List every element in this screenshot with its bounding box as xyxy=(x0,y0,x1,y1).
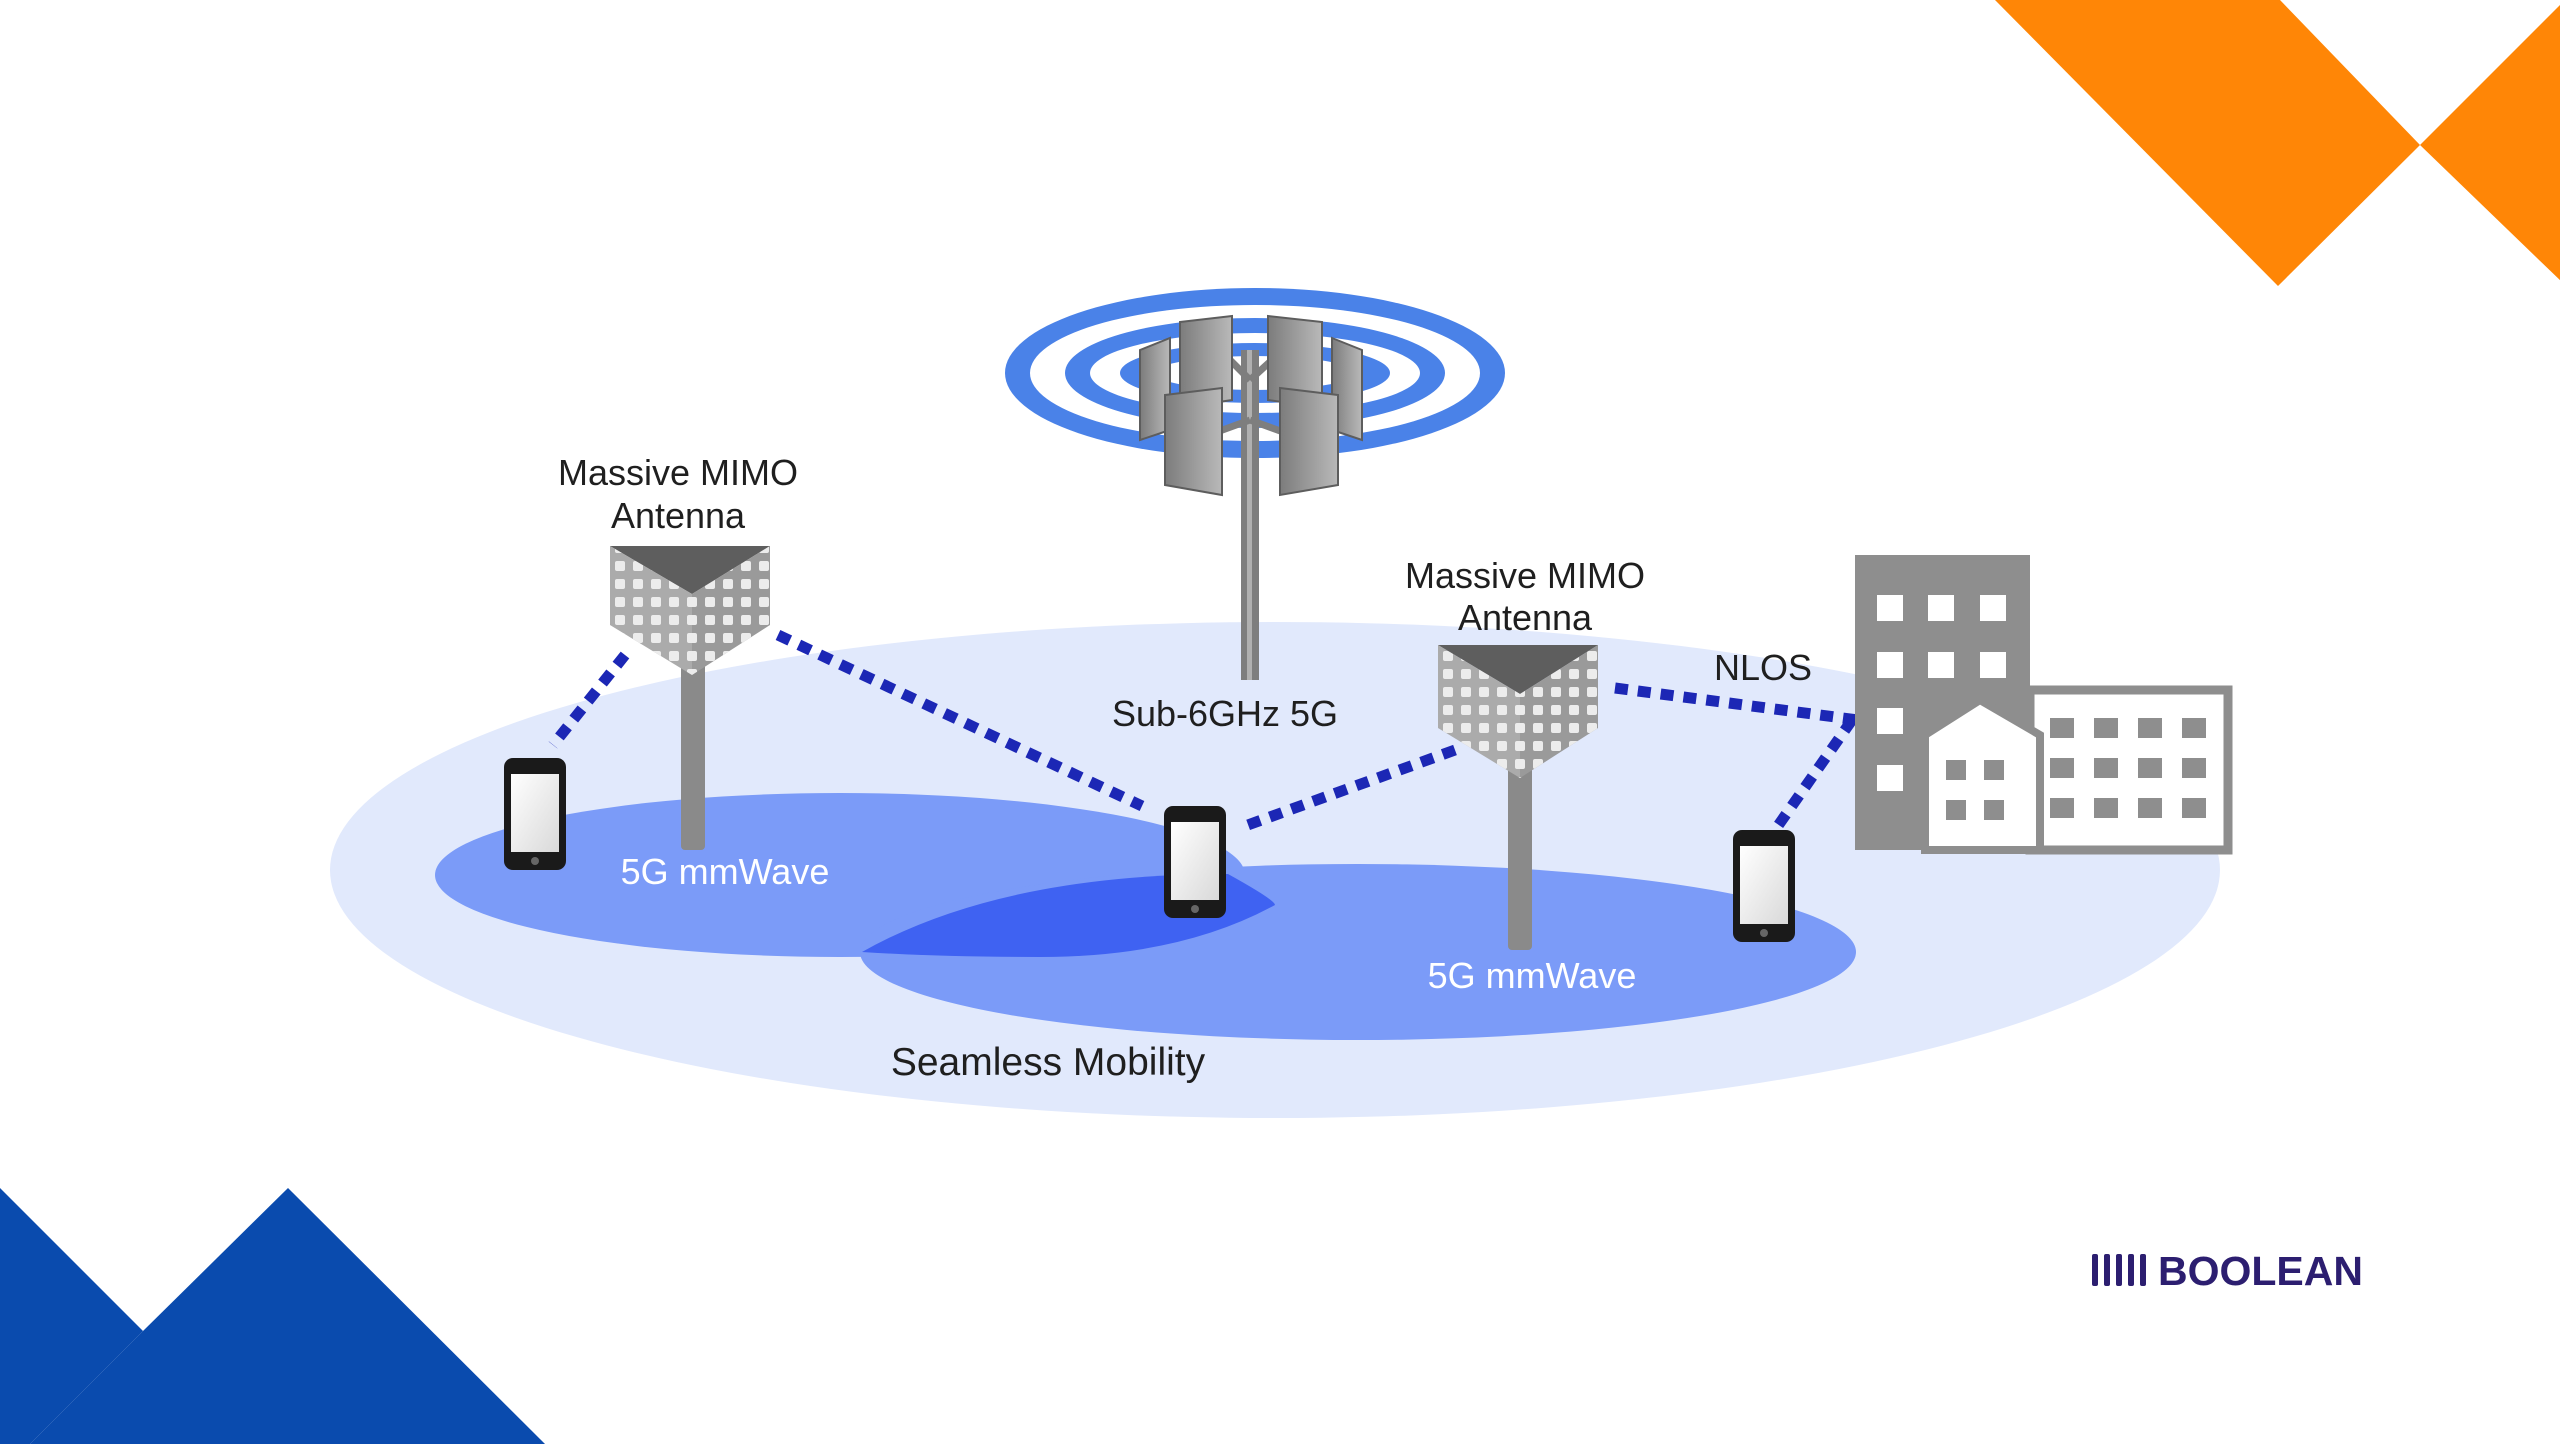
sub6-label: Sub-6GHz 5G xyxy=(1112,693,1338,734)
smartphone-icon xyxy=(1733,830,1795,942)
mimo-left-label-line2: Antenna xyxy=(611,495,746,536)
nlos-label: NLOS xyxy=(1714,647,1812,688)
mimo-left-label-line1: Massive MIMO xyxy=(558,452,798,493)
link-right-antenna-building xyxy=(1614,682,1859,726)
orange-corner-decoration xyxy=(1995,0,2560,286)
wireless-links xyxy=(548,630,1859,834)
blue-corner-decoration xyxy=(0,1188,545,1444)
logo-bars-icon xyxy=(2092,1254,2146,1286)
cell-tower-icon xyxy=(1139,314,1363,680)
logo-wordmark: BOOLEAN xyxy=(2158,1248,2363,1294)
massive-mimo-antenna-left xyxy=(610,546,770,850)
boolean-logo: BOOLEAN xyxy=(2092,1248,2363,1294)
mmwave-right-label: 5G mmWave xyxy=(1428,955,1637,996)
smartphone-icon xyxy=(1164,806,1226,918)
link-left-antenna-phone1 xyxy=(548,651,630,749)
massive-mimo-antenna-right xyxy=(1438,645,1598,950)
link-right-antenna-phone2 xyxy=(1243,744,1457,832)
mimo-right-label-line2: Antenna xyxy=(1458,597,1593,638)
mmwave-left-label: 5G mmWave xyxy=(621,851,830,892)
buildings-icon xyxy=(1855,555,2233,855)
smartphone-icon xyxy=(504,758,566,870)
mimo-right-label-line1: Massive MIMO xyxy=(1405,555,1645,596)
seamless-mobility-label: Seamless Mobility xyxy=(891,1041,1206,1084)
